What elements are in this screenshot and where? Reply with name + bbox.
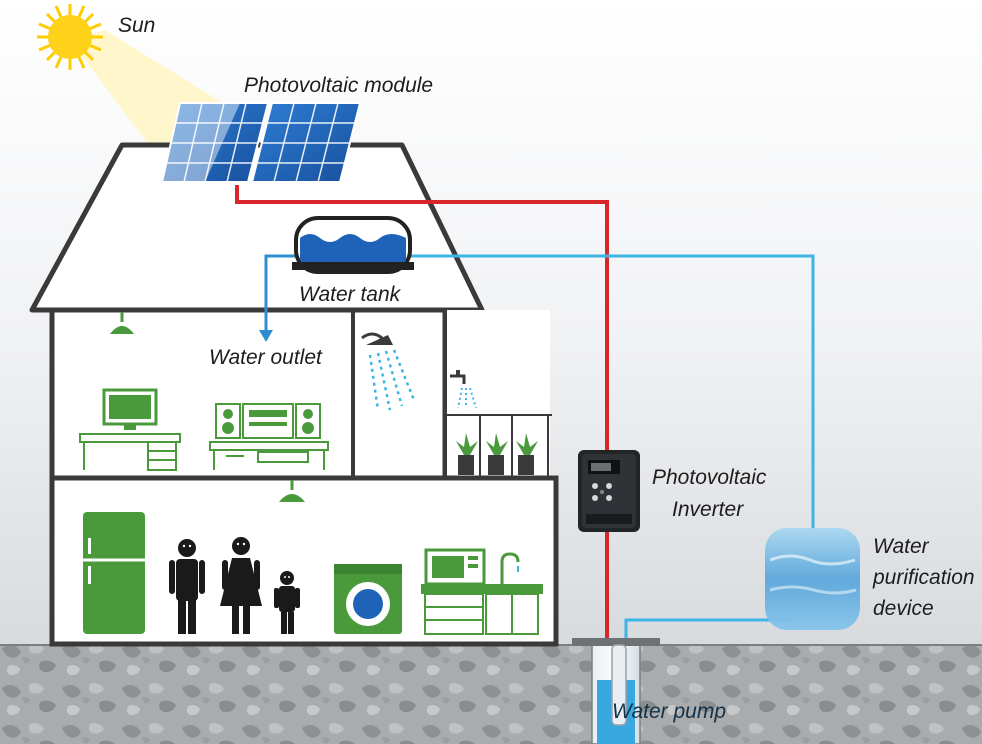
microwave-icon [424, 548, 486, 586]
water-line-tank-to-purifier [408, 254, 815, 530]
shower-icon [361, 332, 416, 411]
well-pump-icon [572, 638, 660, 744]
washing-machine-icon [334, 564, 402, 634]
solar-panel-icon [160, 102, 362, 183]
balcony-railing [445, 414, 552, 478]
ground [0, 645, 982, 744]
plant-icon [456, 433, 478, 475]
kitchen-cabinet [421, 584, 543, 635]
label-purifier-line3: device [873, 597, 934, 620]
water-tank-icon [292, 216, 414, 274]
plant-icon [486, 433, 508, 475]
label-purifier-line2: purification [873, 566, 975, 589]
label-photovoltaic-inverter-line1: Photovoltaic [652, 466, 767, 489]
tv-stand [209, 441, 329, 470]
kitchen-sink-icon [500, 552, 520, 584]
fridge-icon [83, 512, 145, 634]
family-icon [169, 537, 300, 634]
label-photovoltaic-module: Photovoltaic module [244, 74, 434, 97]
label-water-tank: Water tank [299, 283, 401, 306]
faucet-icon [450, 370, 477, 409]
label-sun: Sun [118, 14, 156, 37]
stereo-icon [215, 403, 321, 439]
plant-icon [516, 433, 538, 475]
label-photovoltaic-inverter-line2: Inverter [672, 498, 744, 521]
sun-icon [37, 4, 103, 70]
ceiling-lamp-icon [110, 312, 134, 334]
purifier-tank-icon [765, 528, 860, 630]
tv-icon [102, 388, 158, 430]
desk [79, 433, 181, 471]
ceiling-lamp-icon [279, 480, 305, 502]
inverter-icon [578, 450, 640, 532]
label-purifier-line1: Water [873, 535, 929, 558]
label-water-pump: Water pump [612, 700, 726, 723]
label-water-outlet: Water outlet [209, 346, 322, 369]
water-outlet-line [264, 254, 300, 332]
